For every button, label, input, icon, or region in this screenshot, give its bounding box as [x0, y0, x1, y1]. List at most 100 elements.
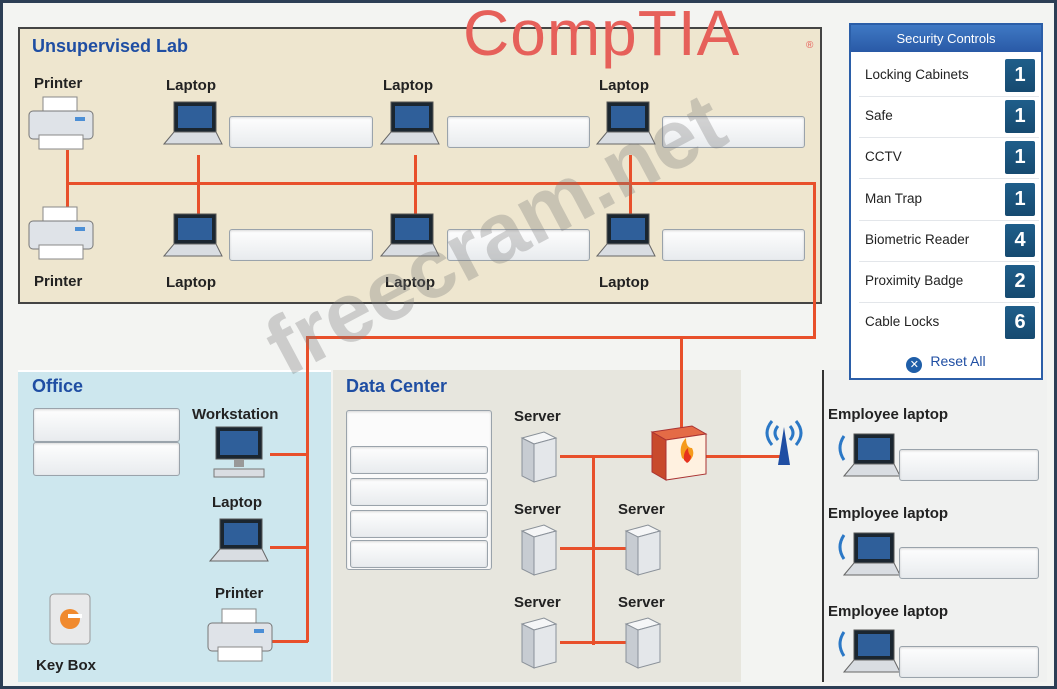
control-item-count[interactable]: 1	[1005, 183, 1035, 216]
control-item-cable-locks[interactable]: Cable Locks 6	[859, 303, 1039, 343]
server-icon[interactable]	[620, 521, 668, 579]
reset-all-button[interactable]: ✕ Reset All	[852, 346, 1040, 376]
reset-all-label: Reset All	[930, 353, 986, 369]
logo-registered-mark: ®	[806, 40, 814, 51]
lab-laptop-control-slot[interactable]	[662, 229, 805, 261]
lab-laptop-control-slot[interactable]	[662, 116, 805, 148]
office-laptop-label: Laptop	[212, 494, 262, 511]
printer-icon[interactable]	[25, 205, 97, 265]
key-box-label: Key Box	[36, 657, 97, 674]
datacenter-control-slot[interactable]	[350, 478, 488, 506]
laptop-icon[interactable]	[593, 98, 659, 158]
control-item-proximity-badge[interactable]: Proximity Badge 2	[859, 262, 1039, 303]
lab-laptop-control-slot[interactable]	[229, 229, 373, 261]
employee-laptop-control-slot[interactable]	[899, 547, 1039, 579]
lab-laptop-label: Laptop	[599, 77, 649, 94]
control-item-count[interactable]: 6	[1005, 306, 1035, 339]
wire-laptop-col3	[629, 155, 632, 215]
security-controls-title: Security Controls	[851, 25, 1041, 52]
office-title: Office	[32, 376, 84, 396]
workstation-label: Workstation	[192, 406, 279, 423]
control-item-name: Locking Cabinets	[865, 67, 969, 82]
lab-laptop-label: Laptop	[385, 274, 435, 291]
datacenter-control-slot[interactable]	[350, 540, 488, 568]
control-item-count[interactable]: 2	[1005, 265, 1035, 298]
security-controls-panel: Security Controls Locking Cabinets 1 Saf…	[849, 23, 1043, 380]
wire-printer-drop	[66, 150, 69, 210]
wire-laptop-col1	[197, 155, 200, 215]
lab-laptop-label: Laptop	[383, 77, 433, 94]
control-item-locking-cabinets[interactable]: Locking Cabinets 1	[859, 56, 1039, 97]
server-icon[interactable]	[516, 428, 564, 486]
control-item-count[interactable]: 1	[1005, 59, 1035, 92]
laptop-icon[interactable]	[377, 210, 443, 270]
laptop-icon[interactable]	[160, 210, 226, 270]
employee-laptop-control-slot[interactable]	[899, 646, 1039, 678]
laptop-icon[interactable]	[836, 626, 902, 686]
lab-laptop-label: Laptop	[599, 274, 649, 291]
server-icon[interactable]	[620, 614, 668, 672]
lab-laptop-control-slot[interactable]	[447, 116, 590, 148]
control-item-name: Cable Locks	[865, 314, 940, 329]
wire-firewall-drop	[680, 336, 683, 428]
lab-title: Unsupervised Lab	[32, 36, 189, 56]
wire-server-top	[560, 455, 680, 458]
datacenter-title: Data Center	[346, 376, 448, 396]
laptop-icon[interactable]	[206, 515, 272, 575]
wire-lab-drop	[813, 182, 816, 338]
wire-server-mid	[560, 547, 630, 550]
control-item-count[interactable]: 1	[1005, 141, 1035, 174]
wire-backbone	[306, 336, 816, 339]
office-printer-label: Printer	[215, 585, 264, 602]
wire-wireless	[705, 455, 780, 458]
control-item-name: Biometric Reader	[865, 232, 970, 247]
employee-laptop-label: Employee laptop	[828, 603, 949, 620]
control-item-count[interactable]: 1	[1005, 100, 1035, 133]
control-item-count[interactable]: 4	[1005, 224, 1035, 257]
control-item-biometric-reader[interactable]: Biometric Reader 4	[859, 221, 1039, 262]
lab-printer-label-top: Printer	[34, 75, 83, 92]
workstation-icon[interactable]	[210, 425, 270, 481]
control-item-name: Proximity Badge	[865, 273, 964, 288]
wireless-ap-icon[interactable]	[758, 413, 810, 469]
lab-laptop-control-slot[interactable]	[447, 229, 590, 261]
datacenter-control-slot[interactable]	[350, 446, 488, 474]
reset-icon: ✕	[906, 357, 923, 373]
laptop-icon[interactable]	[160, 98, 226, 158]
control-item-man-trap[interactable]: Man Trap 1	[859, 180, 1039, 221]
datacenter-control-slot[interactable]	[350, 510, 488, 538]
wire-office-laptop	[270, 546, 308, 549]
employee-laptop-label: Employee laptop	[828, 406, 949, 423]
lab-network-wire	[66, 182, 816, 185]
key-box-icon[interactable]	[48, 592, 92, 648]
laptop-icon[interactable]	[836, 430, 902, 490]
firewall-icon[interactable]	[648, 418, 710, 484]
comptia-logo: CompTIA	[463, 0, 741, 69]
lab-printer-label-bottom: Printer	[34, 273, 83, 290]
printer-icon[interactable]	[204, 607, 276, 667]
wire-office-riser	[306, 336, 309, 642]
wire-workstation	[270, 453, 308, 456]
office-control-slot[interactable]	[33, 408, 180, 442]
laptop-icon[interactable]	[593, 210, 659, 270]
control-item-safe[interactable]: Safe 1	[859, 97, 1039, 138]
wire-laptop-col2	[414, 155, 417, 215]
wire-server-bottom	[560, 641, 630, 644]
control-item-cctv[interactable]: CCTV 1	[859, 138, 1039, 179]
employee-laptop-control-slot[interactable]	[899, 449, 1039, 481]
printer-icon[interactable]	[25, 95, 97, 155]
office-control-slot[interactable]	[33, 442, 180, 476]
employee-laptop-label: Employee laptop	[828, 505, 949, 522]
server-label: Server	[514, 594, 561, 611]
lab-laptop-control-slot[interactable]	[229, 116, 373, 148]
server-label: Server	[514, 408, 561, 425]
laptop-icon[interactable]	[836, 529, 902, 589]
server-icon[interactable]	[516, 614, 564, 672]
lab-laptop-label: Laptop	[166, 77, 216, 94]
laptop-icon[interactable]	[377, 98, 443, 158]
control-item-name: Safe	[865, 108, 893, 123]
control-item-name: Man Trap	[865, 191, 923, 206]
server-icon[interactable]	[516, 521, 564, 579]
server-label: Server	[618, 594, 665, 611]
